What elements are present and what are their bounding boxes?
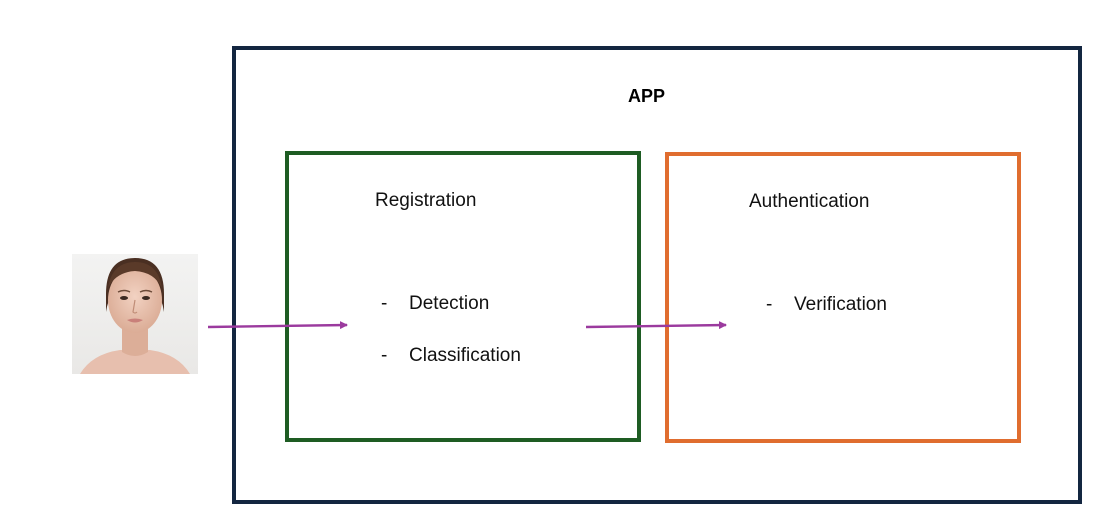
face-photo-icon <box>72 254 198 374</box>
authentication-title: Authentication <box>749 191 870 212</box>
registration-box <box>285 151 641 442</box>
app-title: APP <box>628 86 666 106</box>
app-container <box>232 46 1082 504</box>
registration-item-label: Detection <box>409 293 490 314</box>
registration-item-classification: -Classification <box>381 345 521 367</box>
bullet-dash: - <box>381 345 388 366</box>
bullet-dash: - <box>381 293 388 314</box>
registration-title: Registration <box>375 190 477 211</box>
authentication-item-verification: -Verification <box>766 294 887 316</box>
authentication-item-label: Verification <box>794 294 887 315</box>
registration-item-label: Classification <box>409 345 521 366</box>
bullet-dash: - <box>766 294 773 315</box>
registration-item-detection: -Detection <box>381 293 489 315</box>
authentication-box <box>665 152 1021 443</box>
